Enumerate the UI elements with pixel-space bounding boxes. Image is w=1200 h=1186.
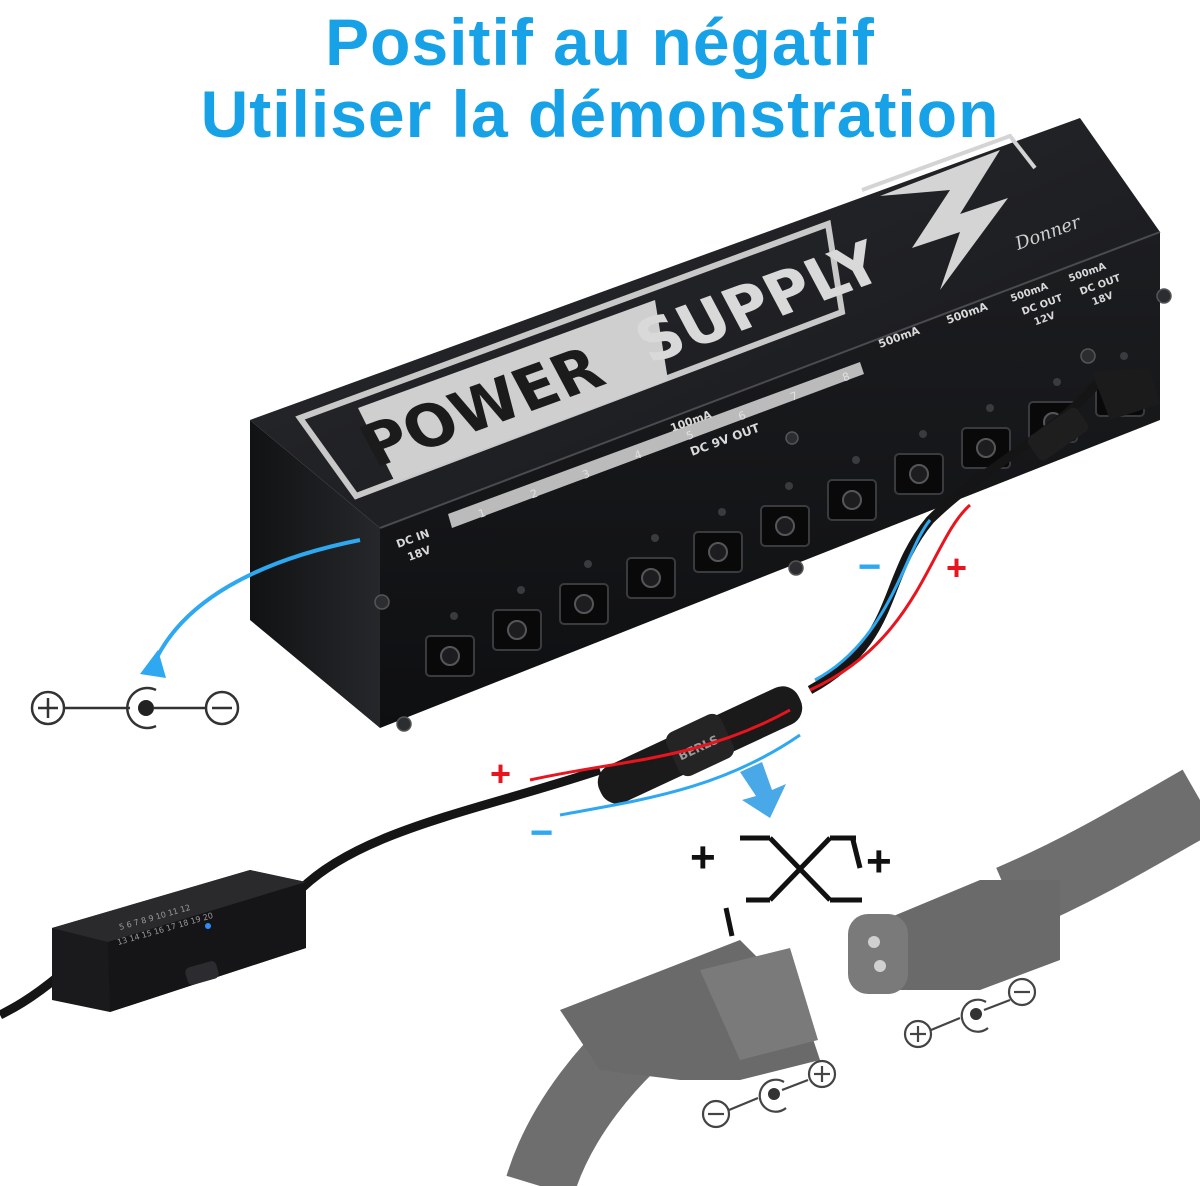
polarity-symbol-bottom [701, 1059, 837, 1129]
top-minus-sign: − [858, 545, 881, 589]
unit-side-face [250, 420, 380, 728]
dc-in-arrow [150, 538, 361, 669]
heading-line-2: Utiliser la démonstration [200, 77, 1000, 151]
bottom-plus-sign: + [490, 753, 511, 794]
jack-led-4 [651, 534, 659, 542]
label-frame [295, 219, 846, 500]
port-number-4: 4 [633, 448, 644, 463]
dc-jack-pin-9 [976, 438, 996, 458]
jack-led-2 [517, 586, 525, 594]
ac-adapter: 5 6 7 8 9 10 11 12 13 14 15 16 17 18 19 … [0, 870, 306, 1020]
dc-jack-pin-8 [909, 464, 929, 484]
bottom-minus-sign: − [530, 811, 553, 855]
jack-led-9 [986, 404, 994, 412]
port-number-1: 1 [477, 506, 488, 521]
cross-plus-right: + [866, 837, 892, 886]
cross-minus-right-mark [849, 835, 863, 869]
port-number-7: 7 [789, 389, 800, 404]
jack-led-1 [450, 612, 458, 620]
polarity-symbol-right [903, 977, 1037, 1049]
jack-led-5 [718, 508, 726, 516]
jack-led-6 [785, 482, 793, 490]
port-number-3: 3 [581, 467, 592, 482]
port-number-2: 2 [529, 487, 540, 502]
heading-line-1: Positif au négatif [325, 5, 875, 79]
jack-led-11 [1120, 352, 1128, 360]
dc-jack-pin-5 [708, 542, 728, 562]
port-number-5: 5 [685, 428, 696, 443]
polarity-reverse-cable: BERLS + − + − [296, 368, 1160, 894]
top-plus-sign: + [946, 547, 967, 588]
port-number-8: 8 [841, 370, 852, 385]
power-supply-unit: POWER SUPPLY Donner 500mA 500mA 500mA [250, 118, 1172, 732]
polarity-cross-diagram: + + [690, 833, 892, 937]
dc-jack-pin-6 [775, 516, 795, 536]
port-number-6: 6 [737, 409, 748, 424]
adapter-led-indicator [205, 923, 211, 929]
dc-jack-pin-4 [641, 568, 661, 588]
jack-led-3 [584, 560, 592, 568]
power-plate [358, 300, 668, 482]
jack-led-7 [852, 456, 860, 464]
jack-led-8 [919, 430, 927, 438]
jack-led-10 [1053, 378, 1061, 386]
gray-cable-left [506, 940, 820, 1186]
dc-jack-pin-2 [507, 620, 527, 640]
dc-jack-pin-1 [440, 646, 460, 666]
zoom-arrow-icon [740, 762, 786, 818]
polarity-symbol-dc-in [30, 686, 240, 730]
cross-plus-left: + [690, 833, 716, 882]
dc-jack-pin-3 [574, 594, 594, 614]
gray-cable-right [848, 769, 1200, 994]
cross-minus-left-mark [723, 907, 735, 937]
dc-jack-pin-7 [842, 490, 862, 510]
lightning-logo-icon [861, 133, 1037, 290]
